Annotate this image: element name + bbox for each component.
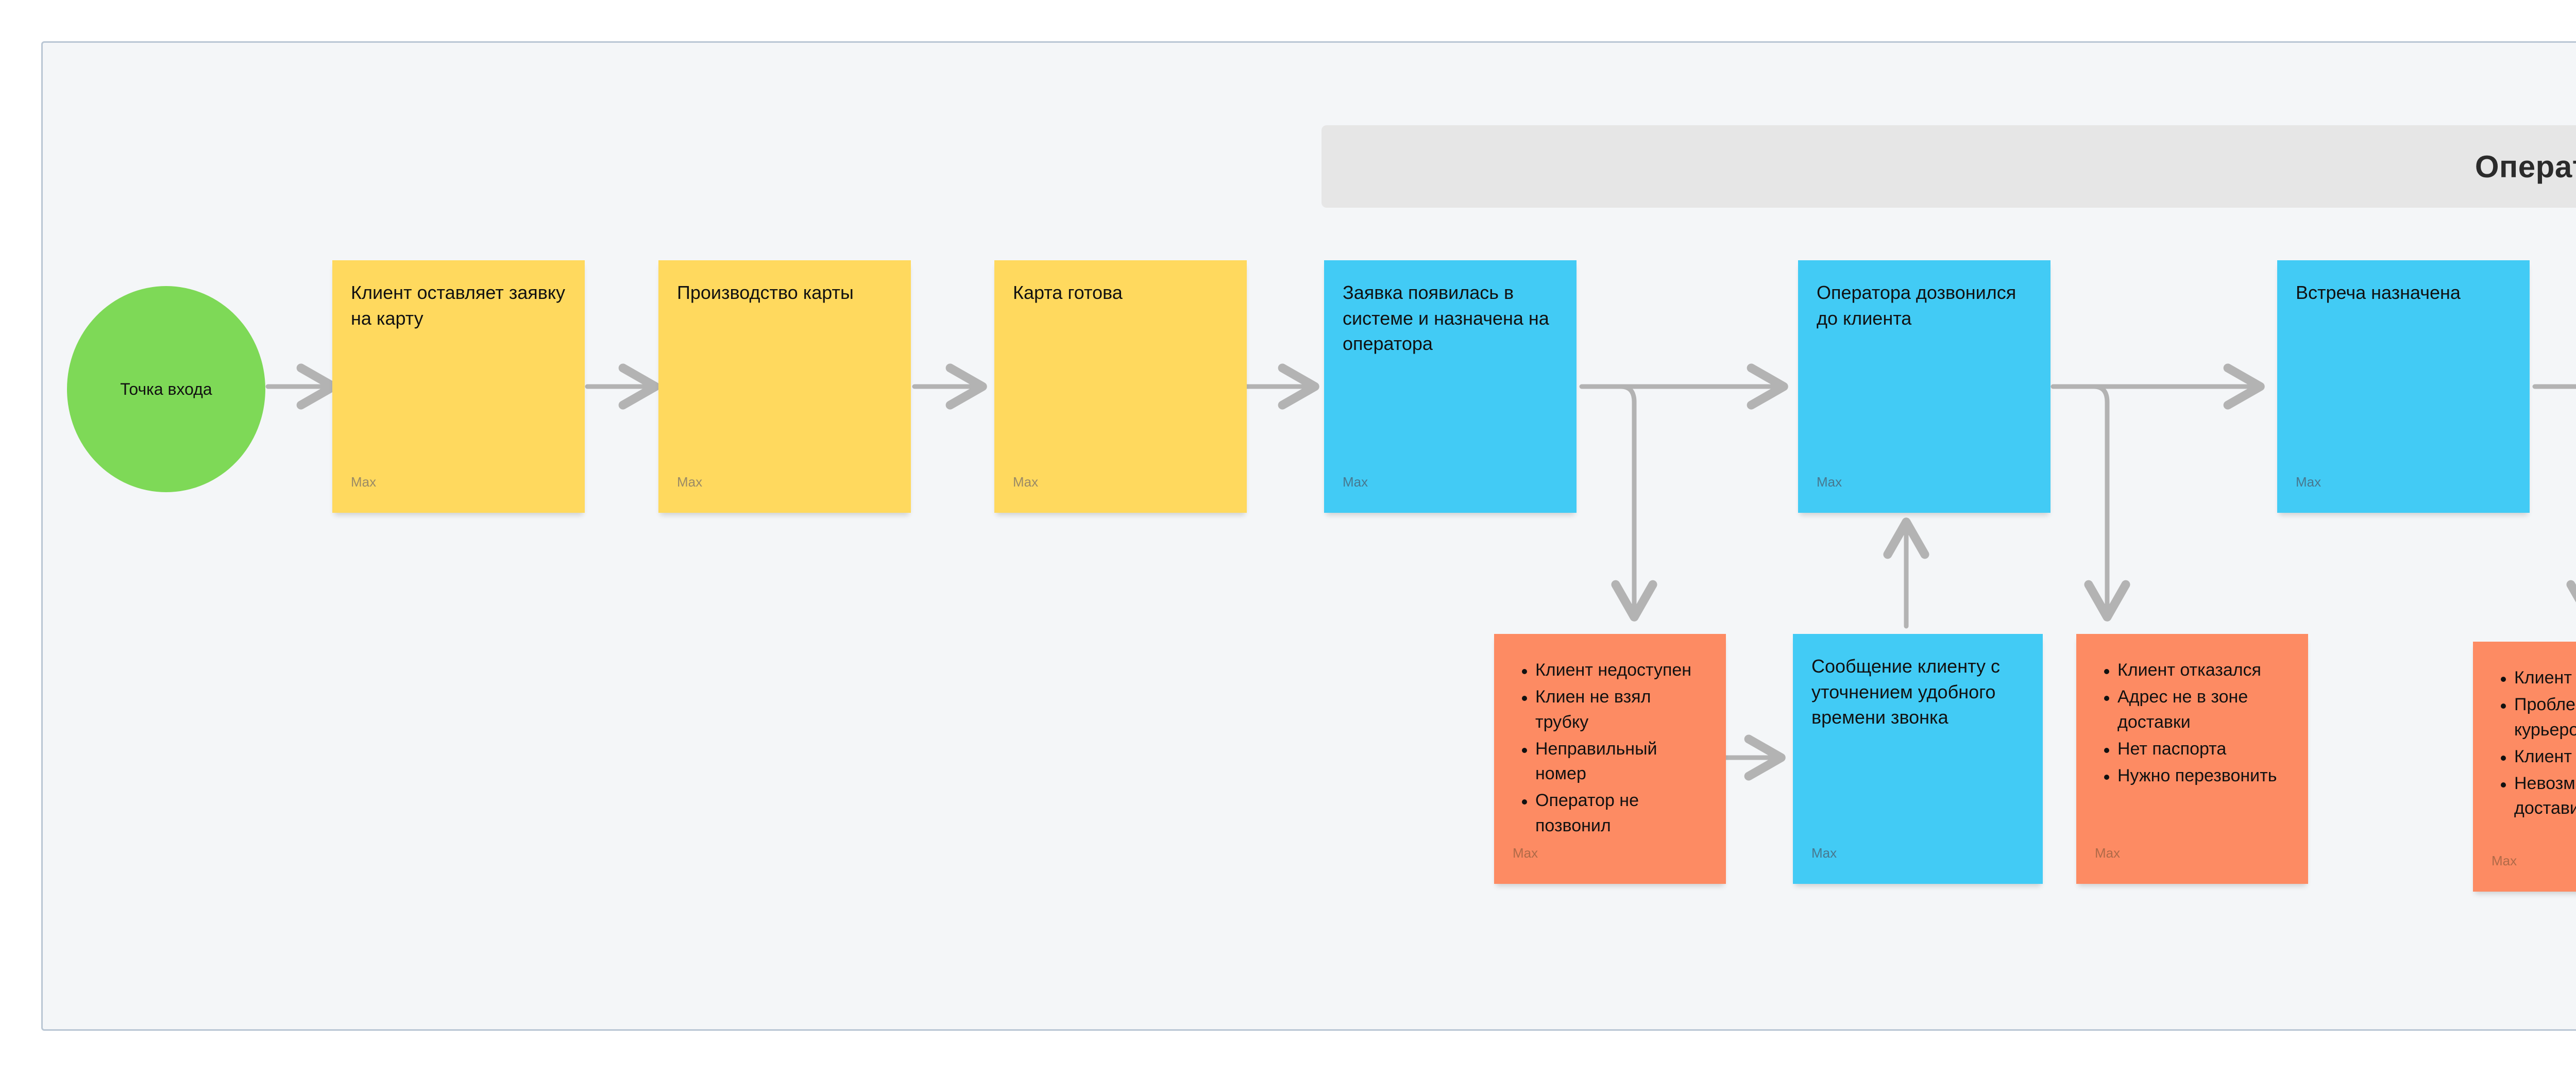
card-author: Max (1343, 474, 1368, 490)
card-author: Max (2492, 853, 2517, 868)
card-author: Max (1811, 845, 1837, 861)
sticky-card-ready[interactable]: Карта готова Max (994, 260, 1247, 513)
sticky-card-callback-message[interactable]: Сообщение клиенту с уточнением удобного … (1793, 634, 2043, 884)
card-author: Max (1817, 474, 1842, 490)
card-author: Max (351, 474, 377, 490)
card-author: Max (2095, 845, 2121, 861)
swimlane-header-operator[interactable]: Оператор (1321, 125, 2576, 208)
card-title: Оператора дозвонился до клиента (1817, 282, 2016, 329)
terminator-start-label: Точка входа (120, 379, 212, 398)
list-item: Клиент недоступен (1522, 658, 1707, 682)
list-item: Проблемы с курьером (2501, 692, 2576, 742)
list-item: Клиен не взял трубку (1522, 684, 1707, 734)
list-item: Нужно перезвонить (2104, 763, 2290, 788)
card-title: Заявка появилась в системе и назначена н… (1343, 282, 1549, 355)
sticky-card-no-contact[interactable]: Клиент недоступен Клиен не взял трубку Н… (1494, 634, 1726, 884)
list-item: Нет паспорта (2104, 736, 2290, 761)
list-item: Адрес не в зоне доставки (2104, 684, 2290, 734)
card-author: Max (677, 474, 703, 490)
list-item: Оператор не позвонил (1522, 788, 1707, 838)
card-bullet-list: Клиент недоступен Клиен не взял трубку Н… (1513, 658, 1707, 838)
card-title: Карта готова (1013, 282, 1123, 303)
terminator-start[interactable]: Точка входа (67, 286, 265, 492)
list-item: Невозможно доставить (2501, 771, 2576, 821)
sticky-card-operator-called[interactable]: Оператора дозвонился до клиента Max (1798, 260, 2050, 513)
list-item: Клиент отказался (2104, 658, 2290, 682)
card-title: Производство карты (677, 282, 854, 303)
card-author: Max (1513, 845, 1538, 861)
sticky-card-request[interactable]: Клиент оставляет заявку на карту Max (332, 260, 585, 513)
swimlane-title: Оператор (2475, 149, 2576, 184)
card-title: Встреча назначена (2296, 282, 2461, 303)
card-title: Сообщение клиенту с уточнением удобного … (1811, 656, 2000, 728)
sticky-card-meeting-failed[interactable]: Клиент отказался Проблемы с курьером Кли… (2473, 642, 2576, 892)
sticky-card-in-system[interactable]: Заявка появилась в системе и назначена н… (1324, 260, 1577, 513)
card-bullet-list: Клиент отказался Адрес не в зоне доставк… (2095, 658, 2290, 788)
sticky-card-meeting-set[interactable]: Встреча назначена Max (2277, 260, 2530, 513)
card-title: Клиент оставляет заявку на карту (351, 282, 566, 329)
sticky-card-refused-delivery[interactable]: Клиент отказался Адрес не в зоне доставк… (2076, 634, 2308, 884)
card-bullet-list: Клиент отказался Проблемы с курьером Кли… (2492, 665, 2576, 821)
card-author: Max (2296, 474, 2321, 490)
list-item: Клиент отказался (2501, 665, 2576, 690)
sticky-card-production[interactable]: Производство карты Max (658, 260, 911, 513)
card-author: Max (1013, 474, 1039, 490)
list-item: Клиент недоступен (2501, 744, 2576, 769)
list-item: Неправильный номер (1522, 736, 1707, 786)
